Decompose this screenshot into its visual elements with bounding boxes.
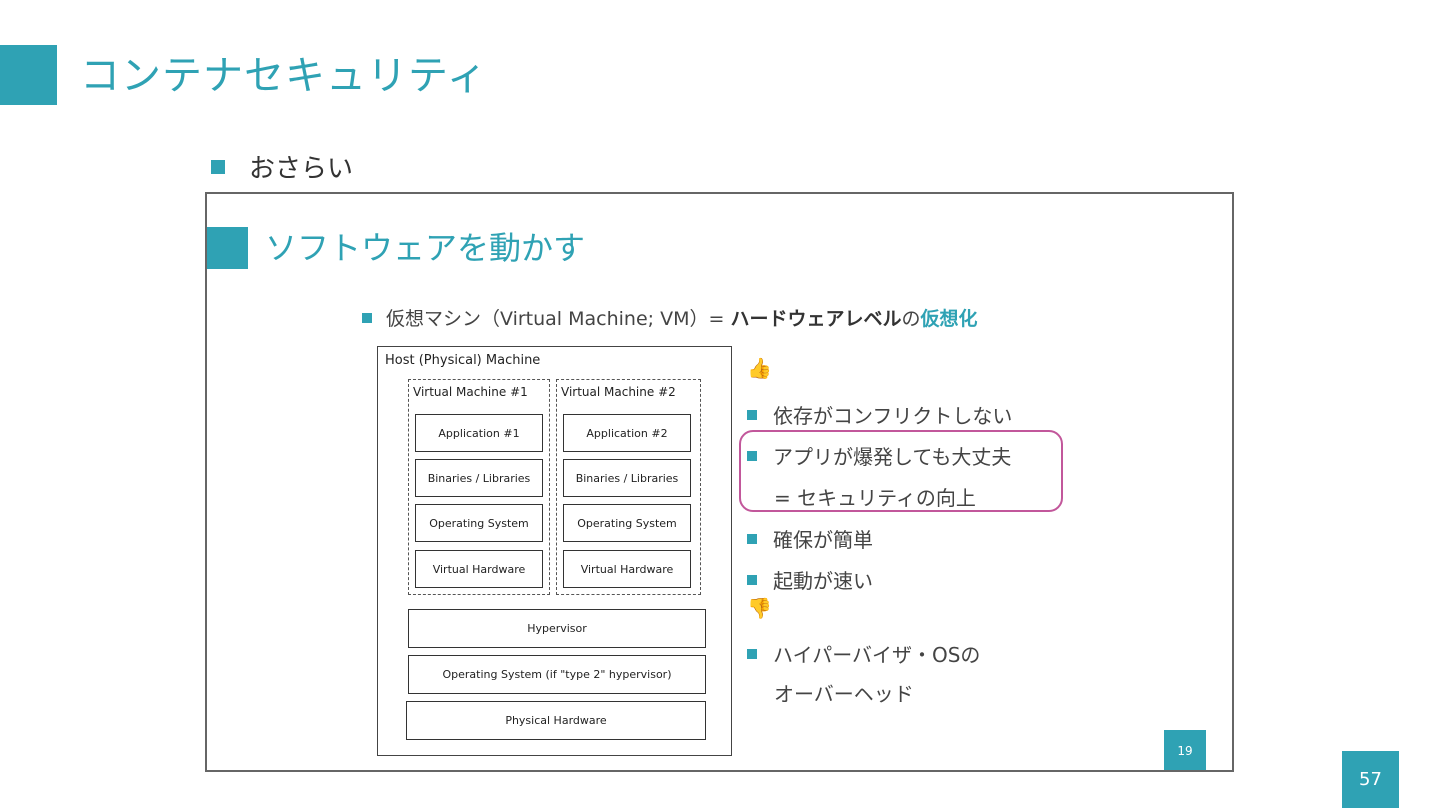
vm-label: Virtual Machine #2: [561, 385, 676, 399]
vm-definition-prefix: 仮想マシン（Virtual Machine; VM）=: [386, 308, 731, 330]
bullet-square-icon: [747, 574, 757, 585]
binaries-libraries-layer: Binaries / Libraries: [415, 459, 543, 497]
inner-title-accent-bar: [207, 227, 248, 269]
embedded-slide-screenshot: ソフトウェアを動かす 仮想マシン（Virtual Machine; VM）= ハ…: [205, 192, 1234, 772]
list-item: アプリが爆発しても大丈夫: [747, 441, 1011, 470]
list-item: ハイパーバイザ・OSの: [747, 639, 980, 668]
bullet-square-icon: [362, 312, 372, 323]
title-accent-bar: [0, 45, 57, 105]
inner-page-number: 19: [1164, 730, 1206, 770]
pro-text: アプリが爆発しても大丈夫: [773, 445, 1012, 469]
page-number: 57: [1342, 751, 1399, 808]
outer-bullet: おさらい: [211, 148, 353, 185]
pro-text-continuation: = セキュリティの向上: [774, 486, 976, 510]
vm-definition-accent: 仮想化: [920, 308, 978, 330]
pro-text: 起動が速い: [773, 569, 873, 593]
security-highlight-box: [739, 430, 1063, 512]
thumbs-down-icon: 👎: [747, 596, 772, 620]
vm-definition-bold: ハードウェアレベル: [730, 308, 902, 330]
bullet-square-icon: [747, 450, 757, 461]
host-machine-label: Host (Physical) Machine: [385, 353, 541, 368]
list-item: 依存がコンフリクトしない: [747, 400, 1012, 429]
guest-os-layer: Operating System: [563, 504, 691, 542]
virtual-machine-1-box: Virtual Machine #1 Application #1 Binari…: [408, 379, 550, 595]
vm-definition-middle: の: [901, 308, 921, 330]
vm-architecture-diagram: Host (Physical) Machine Virtual Machine …: [377, 346, 732, 756]
virtual-hardware-layer: Virtual Hardware: [415, 550, 543, 588]
list-item: 確保が簡単: [747, 524, 873, 553]
outer-bullet-text: おさらい: [249, 154, 354, 184]
bullet-square-icon: [747, 533, 757, 544]
physical-hardware-layer: Physical Hardware: [406, 701, 706, 740]
thumbs-up-icon: 👍: [747, 356, 772, 380]
application-layer: Application #1: [415, 414, 543, 452]
vm-definition-line: 仮想マシン（Virtual Machine; VM）= ハードウェアレベルの仮想…: [362, 304, 978, 331]
hypervisor-layer: Hypervisor: [408, 609, 706, 648]
con-text-continuation: オーバーヘッド: [774, 682, 914, 706]
con-text: ハイパーバイザ・OSの: [773, 643, 981, 667]
bullet-square-icon: [747, 409, 757, 420]
page-title: コンテナセキュリティ: [80, 53, 488, 99]
binaries-libraries-layer: Binaries / Libraries: [563, 459, 691, 497]
host-os-layer: Operating System (if "type 2" hypervisor…: [408, 655, 706, 694]
virtual-machine-2-box: Virtual Machine #2 Application #2 Binari…: [556, 379, 701, 595]
pro-text: 依存がコンフリクトしない: [773, 404, 1013, 428]
vm-label: Virtual Machine #1: [413, 385, 528, 399]
list-item: 起動が速い: [747, 565, 873, 594]
guest-os-layer: Operating System: [415, 504, 543, 542]
bullet-square-icon: [747, 648, 757, 659]
pro-text: 確保が簡単: [773, 528, 873, 552]
inner-slide-title: ソフトウェアを動かす: [265, 229, 586, 267]
bullet-square-icon: [211, 159, 225, 174]
virtual-hardware-layer: Virtual Hardware: [563, 550, 691, 588]
vm-definition-text: 仮想マシン（Virtual Machine; VM）= ハードウェアレベルの仮想…: [386, 304, 978, 331]
application-layer: Application #2: [563, 414, 691, 452]
